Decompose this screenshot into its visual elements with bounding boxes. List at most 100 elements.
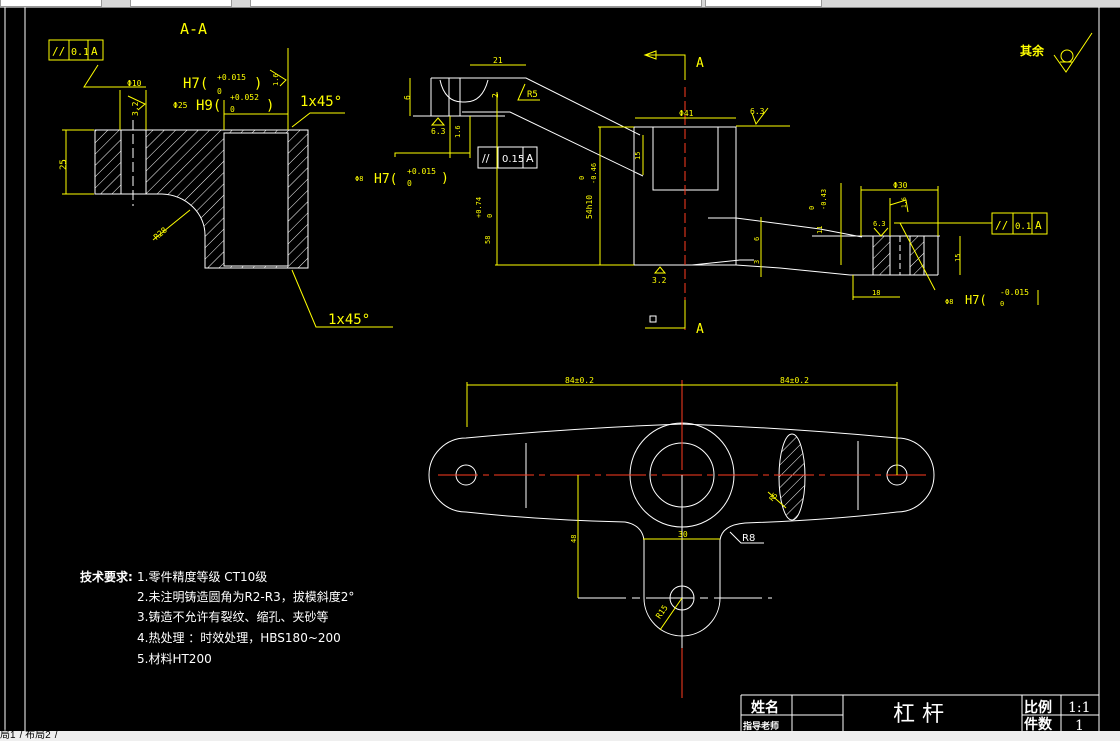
- svg-text:H9(: H9(: [196, 98, 221, 114]
- svg-text:Φ41: Φ41: [679, 109, 694, 118]
- svg-text:-0.015: -0.015: [1000, 288, 1029, 297]
- svg-text:A: A: [526, 152, 534, 165]
- svg-text:R15: R15: [654, 603, 670, 620]
- svg-text:A: A: [1035, 219, 1042, 232]
- svg-text:1:1: 1:1: [1068, 700, 1091, 716]
- svg-text:-0.46: -0.46: [590, 163, 598, 184]
- layout-tab[interactable]: 布局2: [25, 730, 51, 741]
- svg-text:A: A: [91, 45, 98, 58]
- svg-text:1.6: 1.6: [901, 197, 908, 208]
- svg-text:21: 21: [493, 56, 503, 65]
- toolbar-field[interactable]: [0, 0, 102, 7]
- section-marker: A: [696, 56, 704, 71]
- svg-text:6: 6: [753, 237, 761, 241]
- svg-text:0: 0: [217, 87, 222, 96]
- bore: [223, 132, 289, 267]
- svg-text:6.3: 6.3: [750, 107, 765, 116]
- fcf-parallelism: // 0.1 A: [48, 39, 146, 88]
- lever-outline: [428, 423, 935, 637]
- dim-hole-dia: Φ10: [127, 79, 142, 88]
- drawing-canvas[interactable]: A-A // 0.1 A Φ10 3.2 25 R28: [0, 7, 1120, 731]
- svg-text:H7(: H7(: [965, 293, 987, 307]
- toolbar-field[interactable]: [705, 0, 822, 7]
- svg-text:30: 30: [678, 530, 688, 539]
- svg-text:54h10: 54h10: [585, 195, 594, 219]
- svg-text:3.2: 3.2: [131, 101, 140, 116]
- svg-text:2.未注明铸造圆角为R2-R3，拔模斜度2°: 2.未注明铸造圆角为R2-R3，拔模斜度2°: [137, 589, 354, 604]
- title-block: 姓名 指导老师 杠 杆 比例 1:1 件数 1: [740, 694, 1099, 731]
- roughness-symbol-icon: [1053, 32, 1093, 73]
- svg-text:3: 3: [753, 260, 761, 264]
- toolbar-field[interactable]: [130, 0, 232, 7]
- svg-text:1.6: 1.6: [454, 125, 462, 138]
- svg-text:Φ30: Φ30: [893, 181, 908, 190]
- dim-right-span: 84±0.2: [780, 376, 809, 385]
- layout-tabs: 局1/ 布局2/: [0, 731, 1120, 741]
- svg-text:0: 0: [230, 105, 235, 114]
- svg-text:11: 11: [816, 226, 824, 234]
- svg-text:0.1: 0.1: [1015, 222, 1031, 232]
- svg-text://: //: [52, 45, 65, 58]
- svg-text:15: 15: [954, 254, 962, 262]
- svg-text:2: 2: [491, 93, 500, 98]
- svg-text:+0.015: +0.015: [217, 73, 246, 82]
- svg-text:): ): [266, 98, 274, 114]
- layout-tab[interactable]: 局1: [0, 730, 16, 741]
- svg-text:5.材料HT200: 5.材料HT200: [137, 652, 212, 666]
- svg-text:6.3: 6.3: [873, 220, 886, 228]
- dim-height: 25: [59, 159, 69, 170]
- svg-text:1.零件精度等级 CT10级: 1.零件精度等级 CT10级: [137, 569, 267, 584]
- svg-text:1.6: 1.6: [272, 73, 280, 86]
- svg-text:件数: 件数: [1024, 716, 1053, 731]
- svg-text:R5: R5: [768, 491, 780, 503]
- section-title: A-A: [180, 20, 207, 38]
- top-view[interactable]: 84±0.2 84±0.2 30 48 R8 R15 R5: [428, 376, 935, 698]
- svg-text:+0.015: +0.015: [407, 167, 436, 176]
- svg-text:R8: R8: [742, 533, 755, 544]
- svg-text:H7(: H7(: [374, 172, 397, 187]
- svg-text:4.热处理 ：时效处理，HBS180~200: 4.热处理 ：时效处理，HBS180~200: [137, 630, 341, 645]
- front-view[interactable]: A A 21 6 2 R5 6.3 1.6 // 0.15 A Φ8: [355, 50, 1048, 337]
- svg-text:): ): [254, 76, 262, 92]
- svg-text:1: 1: [1075, 718, 1084, 731]
- svg-text:指导老师: 指导老师: [743, 720, 779, 731]
- dim-left-span: 84±0.2: [565, 376, 594, 385]
- svg-text:Φ25: Φ25: [173, 101, 188, 110]
- svg-text:H7(: H7(: [183, 76, 208, 92]
- svg-text:0: 0: [407, 179, 412, 188]
- svg-text:+0.74: +0.74: [475, 197, 483, 218]
- other-surfaces-label: 其余: [1020, 43, 1045, 58]
- rotated-section: [778, 433, 806, 521]
- section-marker: A: [696, 322, 704, 337]
- toolbar-strip: [0, 0, 1120, 8]
- svg-text:Φ8: Φ8: [945, 298, 953, 306]
- fcf-parallelism: // 0.1 A: [991, 212, 1048, 235]
- svg-text:3.2: 3.2: [652, 276, 667, 285]
- right-boss-hatch: [872, 235, 891, 276]
- svg-text:-0.43: -0.43: [820, 189, 828, 210]
- svg-text:3.铸造不允许有裂纹、缩孔、夹砂等: 3.铸造不允许有裂纹、缩孔、夹砂等: [137, 609, 328, 624]
- svg-text:58: 58: [484, 236, 492, 244]
- fcf-parallelism: // 0.15 A: [477, 146, 538, 169]
- svg-text:6.3: 6.3: [431, 127, 446, 136]
- svg-text:0: 0: [486, 214, 494, 218]
- svg-text:0.15: 0.15: [502, 154, 524, 165]
- section-view-a-a[interactable]: A-A // 0.1 A Φ10 3.2 25 R28: [48, 20, 393, 328]
- svg-text:Φ8: Φ8: [355, 175, 363, 183]
- svg-text:18: 18: [872, 289, 880, 297]
- part-name: 杠 杆: [893, 702, 944, 727]
- svg-text:+0.052: +0.052: [230, 93, 259, 102]
- svg-text:48: 48: [570, 535, 578, 543]
- svg-text://: //: [995, 219, 1008, 232]
- svg-text:0: 0: [578, 176, 586, 180]
- svg-text:R5: R5: [527, 90, 538, 100]
- chamfer-label: 1x45°: [328, 312, 370, 328]
- svg-text:0: 0: [1000, 300, 1004, 308]
- toolbar-field[interactable]: [250, 0, 702, 7]
- svg-text:0: 0: [808, 206, 816, 210]
- technical-requirements: 技术要求: 1.零件精度等级 CT10级 2.未注明铸造圆角为R2-R3，拔模斜…: [80, 569, 354, 666]
- svg-text:): ): [441, 171, 449, 186]
- svg-text://: //: [482, 152, 490, 165]
- svg-text:姓名: 姓名: [751, 699, 779, 716]
- svg-text:比例: 比例: [1024, 699, 1052, 716]
